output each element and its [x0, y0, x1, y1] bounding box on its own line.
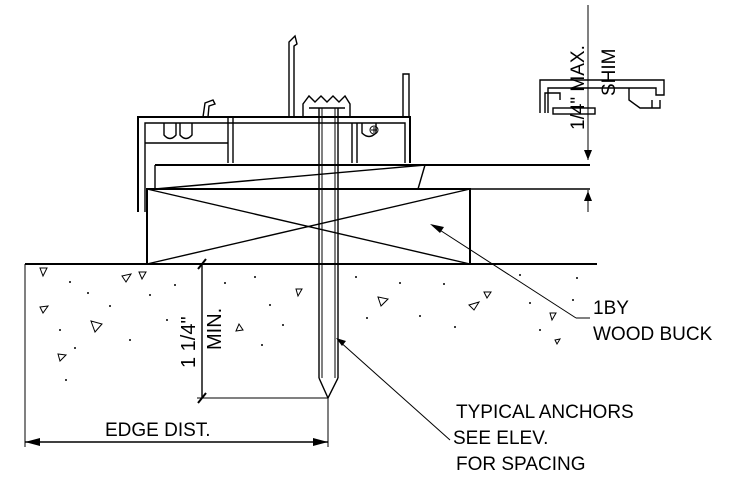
embed-depth-label: 1 1/4"	[178, 316, 200, 368]
wood-buck-label-line1: 1BY	[593, 298, 629, 319]
shim-label: SHIM	[599, 49, 620, 97]
shim-detail: 1/4" MAX. SHIM	[539, 5, 665, 212]
shim-max-label: 1/4" MAX.	[568, 45, 589, 130]
anchor-label-line3: FOR SPACING	[456, 454, 586, 475]
wood-buck	[146, 188, 590, 265]
wood-buck-label-line2: WOOD BUCK	[593, 324, 713, 345]
window-frame-extrusion	[137, 34, 411, 212]
anchor-fastener	[318, 108, 339, 400]
wood-buck-leader: 1BY WOOD BUCK	[430, 224, 713, 345]
anchor-label-line2: SEE ELEV.	[453, 428, 548, 449]
edge-distance-dimension: EDGE DIST.	[24, 264, 329, 447]
embed-min-label: MIN.	[204, 308, 226, 350]
embedment-dimension: 1 1/4" MIN.	[178, 258, 328, 404]
anchor-leader: TYPICAL ANCHORS SEE ELEV. FOR SPACING	[336, 338, 634, 475]
concrete-substrate	[25, 263, 597, 381]
anchor-label-line1: TYPICAL ANCHORS	[456, 402, 634, 423]
edge-distance-label: EDGE DIST.	[105, 420, 211, 441]
shim-wedge	[154, 164, 590, 190]
